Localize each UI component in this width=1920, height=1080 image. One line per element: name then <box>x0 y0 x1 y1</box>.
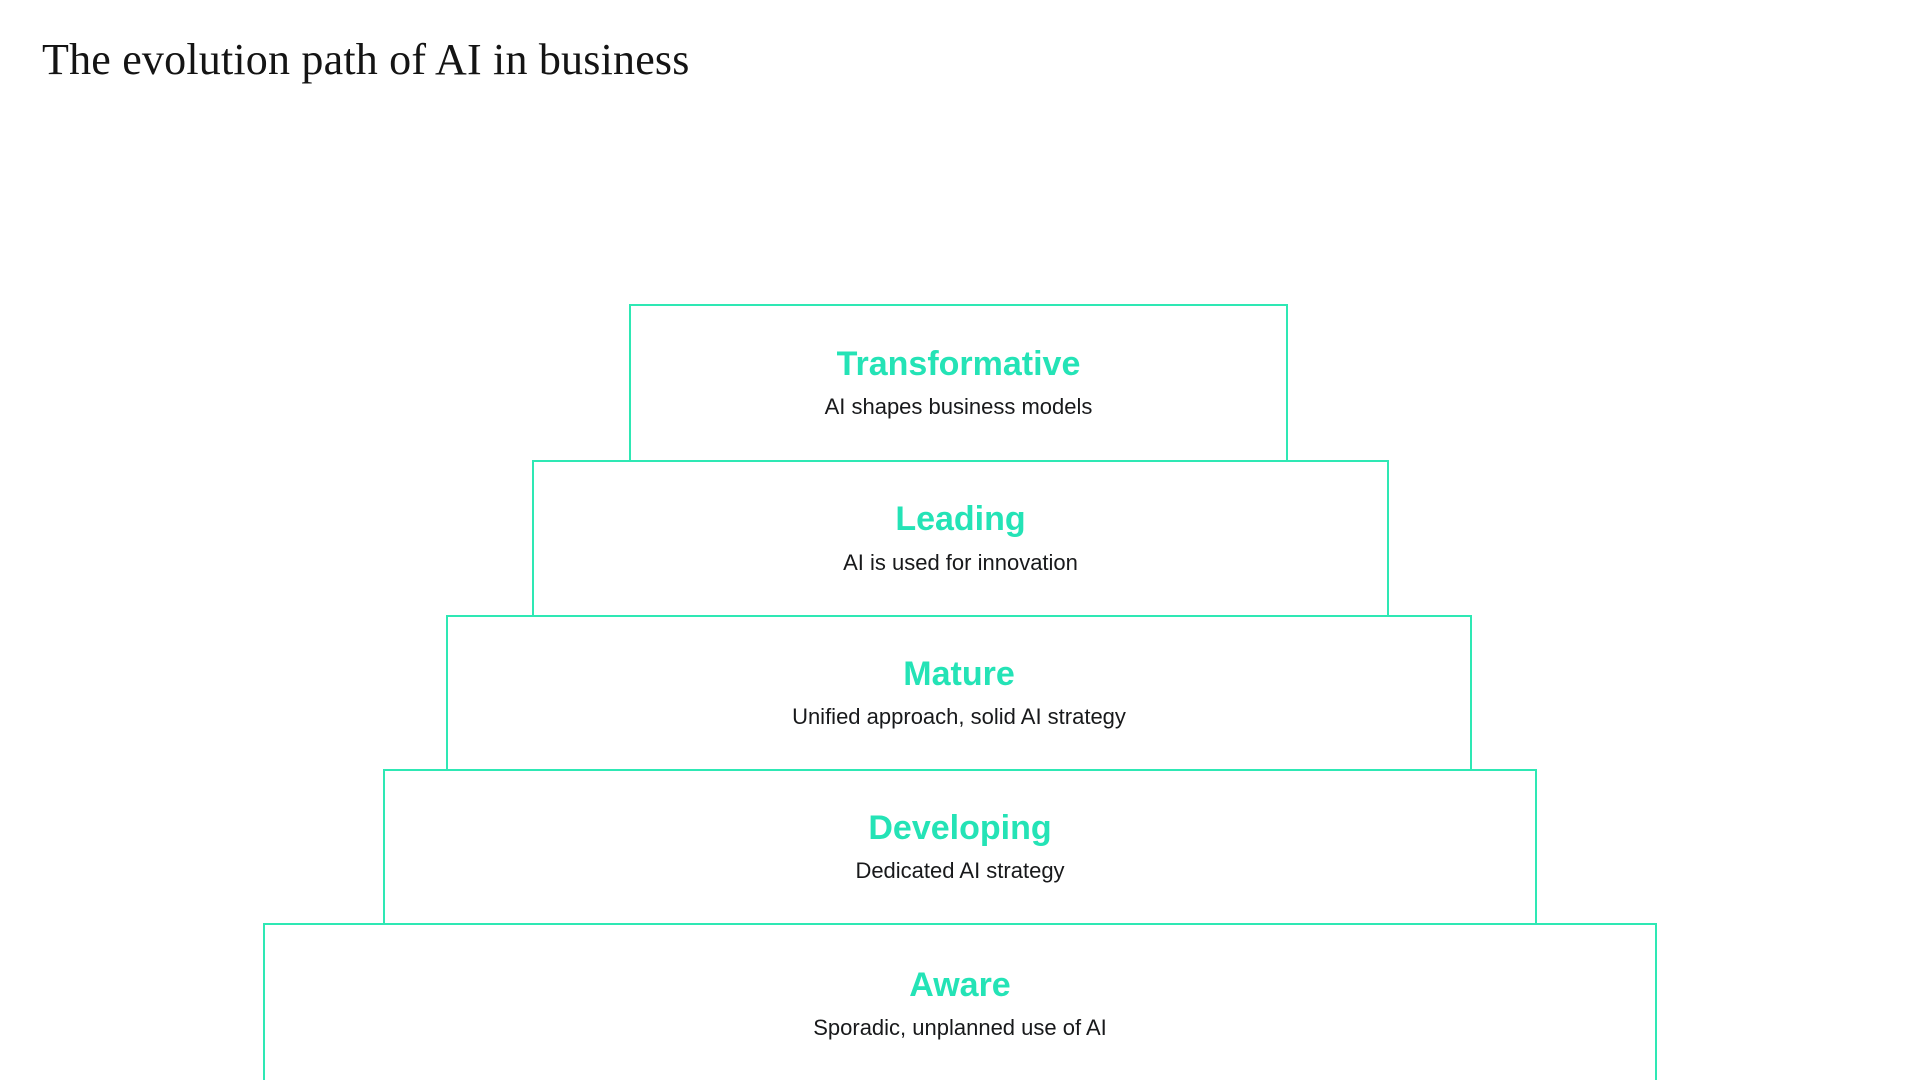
page-title: The evolution path of AI in business <box>42 35 690 84</box>
pyramid-level-leading[interactable]: Leading AI is used for innovation <box>532 460 1389 617</box>
pyramid-level-transformative[interactable]: Transformative AI shapes business models <box>629 304 1288 462</box>
pyramid-level-mature[interactable]: Mature Unified approach, solid AI strate… <box>446 615 1472 771</box>
pyramid-level-aware[interactable]: Aware Sporadic, unplanned use of AI <box>263 923 1657 1080</box>
pyramid-level-description: AI is used for innovation <box>843 549 1078 575</box>
pyramid-level-description: Sporadic, unplanned use of AI <box>813 1015 1107 1041</box>
pyramid-level-label: Developing <box>868 808 1052 847</box>
pyramid-level-label: Aware <box>909 966 1011 1004</box>
pyramid-level-description: AI shapes business models <box>824 394 1093 419</box>
pyramid-level-label: Leading <box>895 500 1026 539</box>
pyramid-level-description: Unified approach, solid AI strategy <box>792 704 1126 729</box>
pyramid-level-label: Transformative <box>836 344 1081 383</box>
pyramid-level-developing[interactable]: Developing Dedicated AI strategy <box>383 769 1537 925</box>
pyramid-level-label: Mature <box>903 654 1015 693</box>
pyramid-level-description: Dedicated AI strategy <box>855 858 1065 883</box>
